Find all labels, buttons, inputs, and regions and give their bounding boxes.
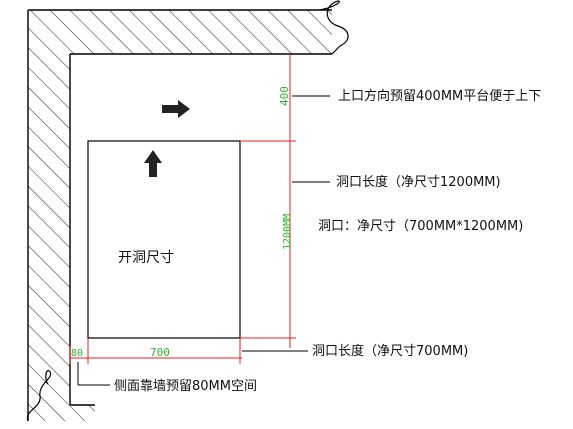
- side-gap-note: 侧面靠墙预留80MM空间: [114, 379, 257, 394]
- bottom-length-note: 洞口长度（净尺寸700MM): [312, 343, 468, 359]
- opening-center-label: 开洞尺寸: [118, 250, 174, 266]
- opening-rectangle: [87, 140, 241, 339]
- side-length-note: 洞口长度（净尺寸1200MM): [336, 174, 501, 190]
- leader-lines: [77, 95, 330, 386]
- bottom-break-line: [26, 370, 52, 422]
- length-dimension: 1200MM: [282, 214, 293, 250]
- dimension-lines: [69, 54, 296, 364]
- opening-size-note: 洞口：净尺寸（700MM*1200MM): [318, 219, 523, 234]
- up-arrow-icon: [144, 150, 162, 177]
- gap-dimension: 80: [71, 348, 83, 359]
- wall-hatch: [27, 9, 332, 421]
- width-dimension: 700: [150, 346, 170, 359]
- top-break-line: [319, 0, 349, 55]
- right-arrow-icon: [162, 100, 190, 118]
- platform-dimension: 400: [278, 86, 291, 106]
- top-platform-note: 上口方向预留400MM平台便于上下: [338, 88, 541, 104]
